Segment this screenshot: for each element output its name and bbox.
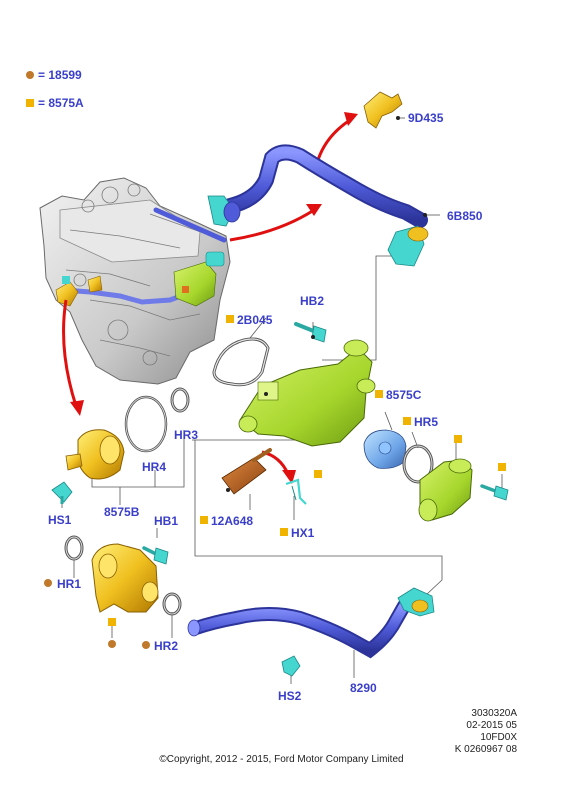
bolt-right [480, 484, 509, 501]
bolt-HB2 [294, 322, 327, 343]
hose-6B850 [207, 144, 429, 267]
thermostat-blue [363, 429, 434, 484]
clip-HX1 [285, 478, 307, 505]
label-HS2: HS2 [278, 689, 302, 703]
label-8575C: 8575C [386, 388, 422, 402]
clip-HS1 [51, 481, 73, 504]
gasket-2B045 [212, 337, 270, 387]
label-HX1: HX1 [291, 526, 315, 540]
legend-square-text: = 8575A [38, 96, 84, 110]
info-line-2: 02-2015 05 [466, 720, 517, 731]
clip-HS2 [281, 655, 301, 677]
info-line-3: 10FD0X [480, 732, 517, 743]
label-9D435: 9D435 [408, 111, 444, 125]
info-line-1: 3030320A [471, 708, 517, 719]
label-HR2: HR2 [154, 639, 179, 653]
seal-HR2 [162, 592, 182, 616]
green-elbow-pipe [418, 458, 473, 522]
engine-block [39, 177, 231, 385]
label-8290: 8290 [350, 681, 377, 695]
info-line-4: K 0260967 08 [454, 744, 517, 755]
square-marker-icon [26, 99, 34, 107]
label-HR3: HR3 [174, 428, 199, 442]
label-HS1: HS1 [48, 513, 72, 527]
bolt-HB1 [142, 546, 169, 565]
seals-HR3-HR4 [124, 387, 190, 453]
legend-dot-text: = 18599 [38, 68, 82, 82]
thermostat-8575B [65, 429, 125, 480]
label-HB2: HB2 [300, 294, 325, 308]
copyright-text: ©Copyright, 2012 - 2015, Ford Motor Comp… [159, 754, 404, 765]
hose-8290 [187, 587, 435, 659]
info-block: 3030320A 02-2015 05 10FD0X K 0260967 08 [443, 708, 563, 756]
legend-dot-item: = 18599 [26, 68, 82, 82]
sensor-12A648 [221, 448, 272, 495]
lower-yellow-housing [91, 543, 159, 626]
label-2B045: 2B045 [237, 313, 273, 327]
dot-marker-icon [26, 71, 34, 79]
bracket-9D435 [363, 91, 403, 129]
label-HB1: HB1 [154, 514, 179, 528]
thermostat-housing-8575C [238, 339, 376, 447]
label-6B850: 6B850 [447, 209, 483, 223]
seal-HR1 [64, 535, 84, 561]
label-HR1: HR1 [57, 577, 82, 591]
label-HR5: HR5 [414, 415, 439, 429]
code-markers [44, 315, 506, 649]
legend-square-item: = 8575A [26, 96, 84, 110]
label-12A648: 12A648 [211, 514, 254, 528]
label-8575B: 8575B [104, 505, 140, 519]
label-HR4: HR4 [142, 460, 167, 474]
